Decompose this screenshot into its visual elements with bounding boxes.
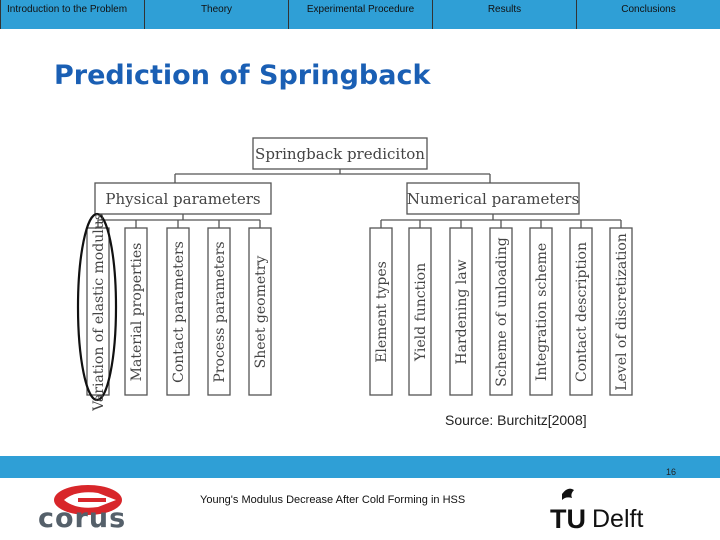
tudelft-flame-icon: TU [550, 488, 586, 534]
diagram-item-sheet-geometry: Sheet geometry [253, 256, 269, 369]
source-citation: Source: Burchitz[2008] [445, 412, 587, 428]
tab-label: Introduction to the Problem [7, 4, 128, 15]
diagram-item-elastic-modulus: Variation of elastic modulus [91, 213, 107, 412]
tudelft-wordmark: Delft [592, 505, 644, 533]
tab-label: Conclusions [621, 4, 676, 15]
diagram-item-material-properties: Material properties [129, 243, 145, 382]
tab-label: Theory [200, 4, 233, 15]
diagram-item-contact-parameters: Contact parameters [171, 241, 187, 383]
page-number: 16 [665, 467, 676, 477]
corus-wordmark: corus [38, 503, 127, 534]
diagram-item-process-parameters: Process parameters [212, 241, 228, 382]
tab-theory[interactable]: Theory [145, 0, 289, 29]
bottom-bar [0, 456, 720, 478]
tab-conclusions[interactable]: Conclusions [577, 0, 720, 29]
corus-mark-icon [54, 485, 122, 515]
corus-logo [36, 484, 146, 530]
diagram-item-yield-function: Yield function [413, 263, 429, 362]
diagram-item-element-types: Element types [374, 261, 390, 363]
tab-label: Results [487, 4, 522, 15]
diagram-group-numerical: Numerical parameters [407, 190, 579, 208]
top-navigation: Introduction to the Problem Theory Exper… [0, 0, 720, 29]
diagram-group-physical: Physical parameters [105, 190, 260, 208]
slide-title: Prediction of Springback [54, 60, 431, 91]
diagram-item-hardening-law: Hardening law [454, 259, 470, 364]
diagram-item-integration-scheme: Integration scheme [534, 243, 550, 381]
tab-label: Experimental Procedure [306, 4, 415, 15]
diagram-item-scheme-of-unloading: Scheme of unloading [494, 237, 510, 387]
tab-experimental-procedure[interactable]: Experimental Procedure [289, 0, 433, 29]
tudelft-tu-mark: TU [550, 504, 586, 532]
diagram-item-level-of-discretization: Level of discretization [614, 233, 630, 391]
diagram-root-label: Springback prediciton [255, 145, 425, 163]
diagram-item-contact-description: Contact description [574, 242, 590, 382]
highlight-ellipse [76, 212, 118, 402]
tudelft-logo: TU [548, 486, 668, 534]
tab-introduction[interactable]: Introduction to the Problem [0, 0, 145, 29]
tab-results[interactable]: Results [433, 0, 577, 29]
footer-title: Young's Modulus Decrease After Cold Form… [200, 494, 466, 506]
